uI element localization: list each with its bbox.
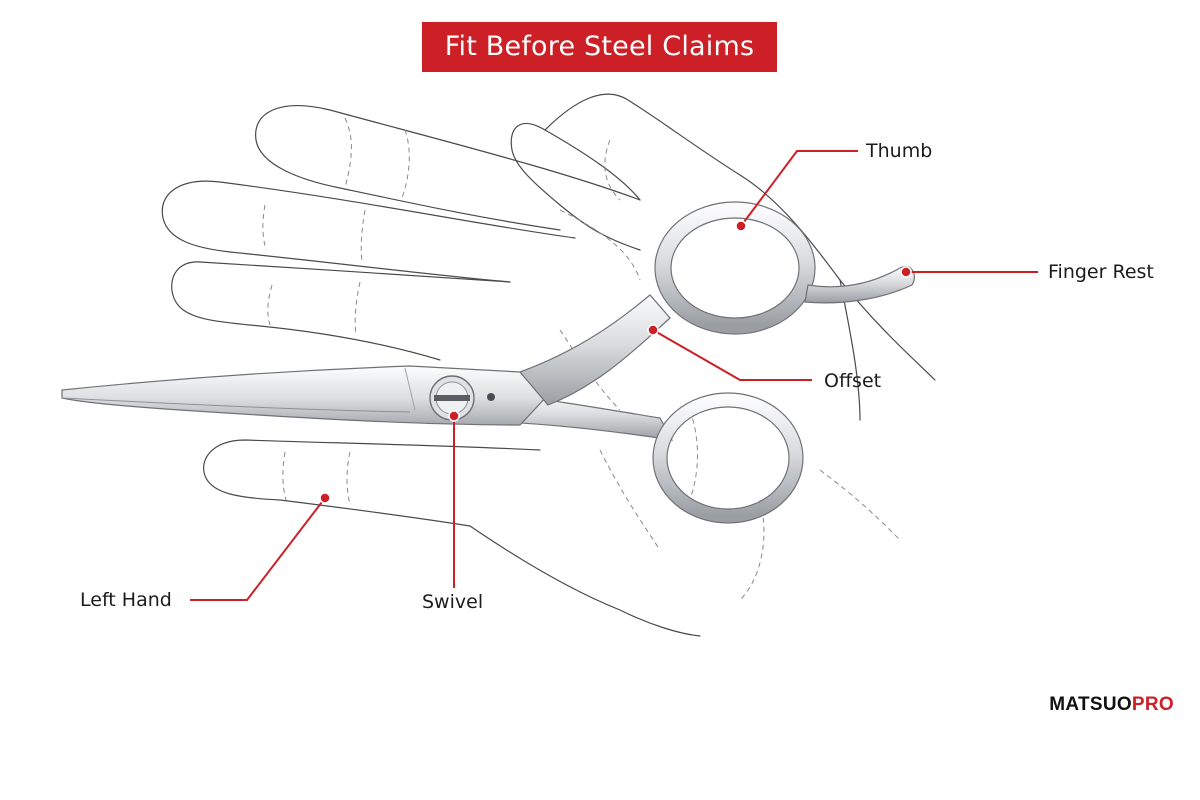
finger-rest-label: Finger Rest — [1048, 261, 1154, 283]
scissors — [61, 201, 915, 524]
middle-finger — [161, 180, 576, 283]
left-hand-leader — [190, 497, 326, 601]
hand-back-edge — [544, 93, 936, 381]
left-hand-label: Left Hand — [80, 589, 172, 611]
palm-lower-edge — [469, 525, 701, 637]
finger-ring — [653, 393, 803, 523]
finger-rest-dot — [900, 266, 912, 278]
little-finger — [203, 439, 541, 527]
page-title: Fit Before Steel Claims — [422, 22, 777, 72]
swivel-dot — [448, 410, 460, 422]
leader-lines — [190, 150, 1038, 601]
brand-logo: MATSUOPRO — [1049, 694, 1174, 716]
thumb-ring — [655, 202, 815, 334]
thumb-dot — [735, 220, 747, 232]
thumb-label: Thumb — [866, 140, 933, 162]
thumb-leader — [740, 150, 858, 227]
offset-label: Offset — [824, 370, 882, 392]
hand-outline — [161, 93, 936, 637]
index-finger — [255, 105, 641, 231]
offset-leader — [652, 329, 812, 381]
offset-shank — [518, 294, 671, 406]
swivel-pivot — [429, 375, 495, 421]
callout-dots — [319, 220, 912, 504]
blade — [61, 365, 549, 426]
ring-finger — [171, 261, 511, 361]
brand-logo-part-1: MATSUO — [1049, 694, 1132, 715]
hand-thumb-side — [510, 123, 641, 251]
finger-rest-tang — [804, 266, 915, 304]
left-hand-dot — [319, 492, 331, 504]
brand-logo-part-2: PRO — [1131, 694, 1174, 715]
swivel-label: Swivel — [422, 591, 484, 613]
offset-dot — [647, 324, 659, 336]
